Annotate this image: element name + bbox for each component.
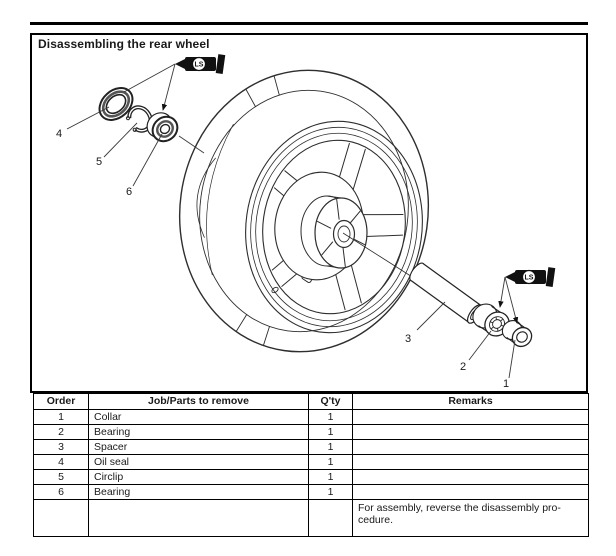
qty-cell: 1 [308,469,353,485]
job-cell: Circlip [88,469,309,485]
table-row: 2 Bearing 1 [33,424,589,440]
job-cell: Bearing [88,424,309,440]
section-title: Disassembling the rear wheel [38,37,210,51]
callout-labels: 4 5 6 3 2 1 [56,128,509,390]
order-cell: 6 [33,484,89,500]
rear-wheel [178,69,430,353]
table-row: 5 Circlip 1 [33,469,589,485]
grease-label: LS [525,275,534,282]
table-row: 4 Oil seal 1 [33,454,589,470]
table-row: For assembly, reverse the disassembly pr… [33,499,589,537]
remarks-cell [352,484,589,500]
rim [245,120,423,334]
job-cell [88,499,309,537]
left-leader-lines [66,63,205,187]
qty-cell: 1 [308,439,353,455]
grease-icon-left: LS [175,54,226,74]
qty-cell: 1 [308,424,353,440]
qty-cell [308,499,353,537]
right-leader-lines [416,276,519,379]
remarks-cell [352,454,589,470]
callout-6: 6 [126,186,132,198]
table-row: 1 Collar 1 [33,409,589,425]
page-divider-rule [30,22,588,25]
table-row: 3 Spacer 1 [33,439,589,455]
order-cell: 1 [33,409,89,425]
col-header-job: Job/Parts to remove [88,393,309,410]
remarks-cell: For assembly, reverse the disassembly pr… [352,499,589,537]
section-panel: Disassembling the rear wheel [30,33,588,393]
callout-4: 4 [56,128,62,140]
table-row: 6 Bearing 1 [33,484,589,500]
job-cell: Collar [88,409,309,425]
qty-cell: 1 [308,484,353,500]
parts-table: Order Job/Parts to remove Q'ty Remarks 1… [33,393,589,537]
job-cell: Spacer [88,439,309,455]
callout-5: 5 [96,156,102,168]
qty-cell: 1 [308,409,353,425]
table-header-row: Order Job/Parts to remove Q'ty Remarks [33,393,589,410]
remarks-cell [352,424,589,440]
order-cell [33,499,89,537]
callout-2: 2 [460,361,466,373]
remarks-cell [352,409,589,425]
order-cell: 4 [33,454,89,470]
order-cell: 2 [33,424,89,440]
collar-part [501,320,533,348]
tire [178,69,430,353]
circlip-part [125,105,153,133]
order-cell: 5 [33,469,89,485]
grease-icon-right: LS [505,267,556,287]
remarks-cell [352,469,589,485]
job-cell: Bearing [88,484,309,500]
callout-3: 3 [405,333,411,345]
remarks-cell [352,439,589,455]
grease-label: LS [195,62,204,69]
callout-1: 1 [503,378,509,390]
col-header-remarks: Remarks [352,393,589,410]
col-header-order: Order [33,393,89,410]
exploded-diagram: LS [56,54,556,390]
bearing-left-part [146,112,179,143]
col-header-qty: Q'ty [308,393,353,410]
order-cell: 3 [33,439,89,455]
job-cell: Oil seal [88,454,309,470]
qty-cell: 1 [308,454,353,470]
oil-seal-part [98,87,134,121]
